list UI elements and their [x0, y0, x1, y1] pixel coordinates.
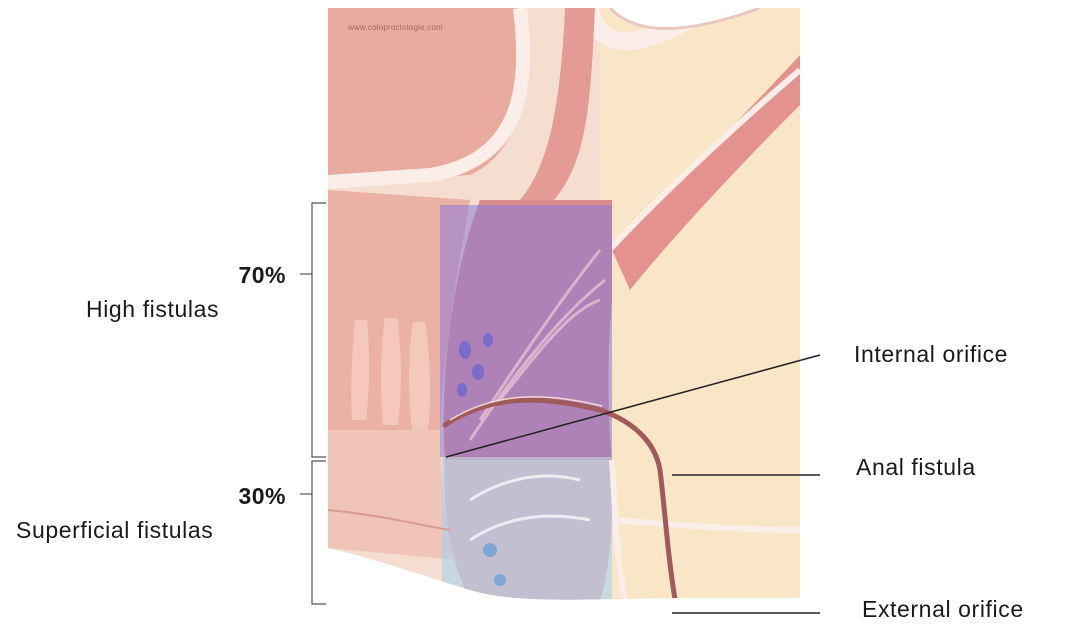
anal-gland: [457, 383, 467, 397]
watermark: www.coloproctologie.com: [348, 23, 443, 32]
high-percent: 70%: [200, 262, 286, 289]
superficial-percent: 30%: [200, 483, 286, 510]
anal-gland: [472, 364, 484, 380]
anal-fistula-label: Anal fistula: [856, 454, 976, 481]
high-fistulas-label: High fistulas: [86, 296, 219, 323]
vessel: [494, 574, 506, 586]
internal-orifice-label: Internal orifice: [854, 341, 1008, 368]
superficial-fistulas-label: Superficial fistulas: [16, 517, 213, 544]
external-orifice-label: External orifice: [862, 596, 1024, 623]
anal-gland: [483, 333, 493, 347]
anal-column: [351, 320, 369, 420]
vessel: [483, 543, 497, 557]
anal-column: [409, 322, 430, 430]
anal-column: [381, 318, 401, 425]
high-zone-bracket: [312, 203, 326, 457]
anal-gland: [459, 341, 471, 359]
superficial-zone-bracket: [312, 461, 326, 604]
